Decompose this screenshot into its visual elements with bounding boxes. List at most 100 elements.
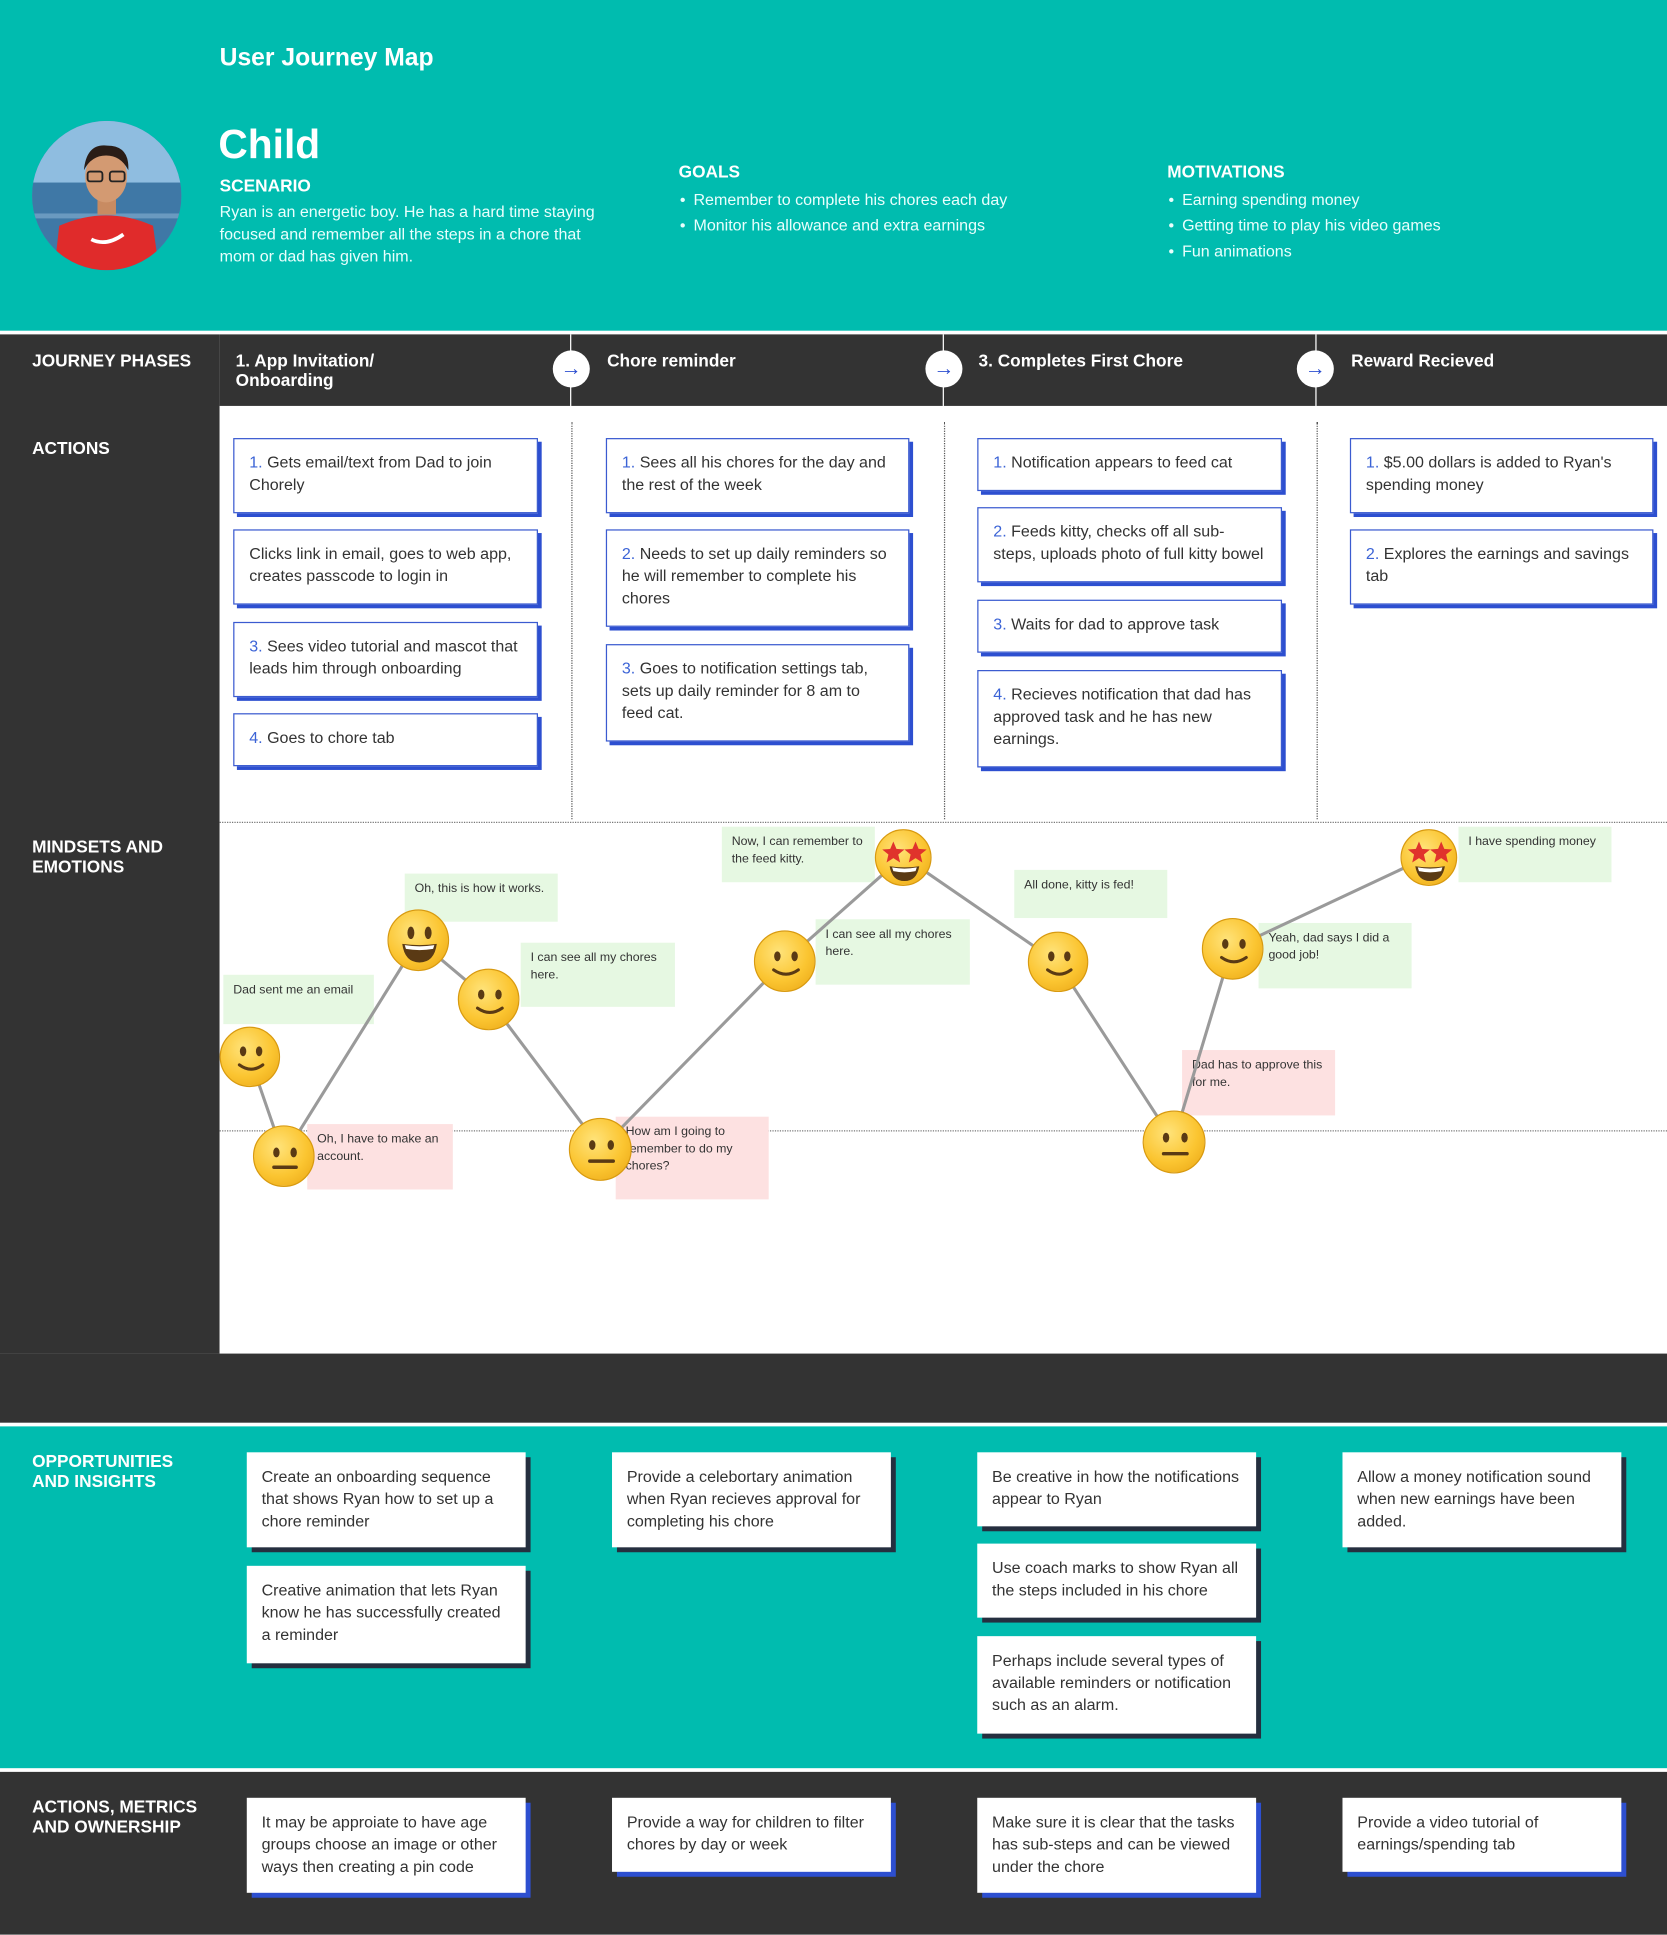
action-card: 2. Needs to set up daily reminders so he… — [605, 529, 910, 627]
emotion-line — [247, 854, 1430, 1160]
emotion-note: All done, kitty is fed! — [1014, 869, 1168, 919]
step-number: 1. — [249, 452, 263, 472]
step-number: 2. — [1365, 544, 1380, 563]
section-label-opportunities: OPPORTUNITIES AND INSIGHTS — [32, 1451, 174, 1491]
action-text: Waits for dad to approve task — [1006, 614, 1220, 633]
emotion-top-line — [219, 821, 1667, 824]
motivation-item: Getting time to play his video games — [1167, 212, 1441, 238]
arrow-right-icon: → — [925, 350, 963, 388]
metric-card: Make sure it is clear that the tasks has… — [977, 1797, 1257, 1893]
opportunity-card: Allow a money notification sound when ne… — [1342, 1452, 1622, 1548]
action-text: Recieves notification that dad has appro… — [993, 684, 1252, 748]
slight-smile-icon — [1027, 931, 1089, 993]
emotion-note: Oh, I have to make an account. — [307, 1124, 453, 1190]
action-text: Explores the earnings and savings tab — [1365, 544, 1629, 585]
emotion-curve — [247, 854, 1430, 1160]
phase-3: 3. Completes First Chore — [978, 350, 1183, 371]
opportunity-card: Use coach marks to show Ryan all the ste… — [977, 1543, 1257, 1618]
step-number: 3. — [249, 636, 263, 656]
action-text: Gets email/text from Dad to join Chorely — [249, 452, 492, 494]
action-text: Sees video tutorial and mascot that lead… — [249, 636, 518, 678]
section-label-metrics: ACTIONS, METRICS AND OWNERSHIP — [32, 1796, 198, 1837]
action-card: 2. Feeds kitty, checks off all sub-steps… — [977, 507, 1283, 583]
motivations-list: Earning spending money Getting time to p… — [1167, 186, 1441, 264]
emotion-note: I can see all my chores here. — [815, 919, 970, 985]
emotion-baseline — [219, 1130, 1667, 1132]
opportunity-card: Perhaps include several types of availab… — [977, 1636, 1257, 1734]
column-divider — [943, 421, 946, 820]
slight-smile-icon — [219, 1026, 281, 1088]
goals-list: Remember to complete his chores each day… — [679, 186, 1008, 238]
emotion-note: How am I going to remember to do my chor… — [615, 1116, 769, 1200]
emotion-note: Dad sent me an email — [223, 974, 374, 1025]
column-divider — [1316, 421, 1318, 820]
action-card: 4. Recieves notification that dad has ap… — [977, 670, 1283, 768]
slight-smile-icon — [1201, 918, 1264, 980]
map-title: User Journey Map — [219, 44, 434, 72]
emotion-note: Dad has to approve this for me. — [1182, 1050, 1336, 1116]
slight-smile-icon — [457, 968, 520, 1031]
action-text: Goes to chore tab — [262, 728, 395, 747]
neutral-face-icon — [568, 1117, 632, 1181]
action-text: Feeds kitty, checks off all sub-steps, u… — [993, 521, 1264, 563]
slight-smile-icon — [753, 930, 816, 993]
step-number: 1. — [1365, 452, 1380, 472]
column-divider — [571, 421, 573, 820]
step-number: 3. — [621, 658, 636, 678]
label-column — [0, 334, 220, 1354]
opportunity-card: Be creative in how the notifications app… — [977, 1452, 1257, 1527]
action-card: 4. Goes to chore tab — [233, 713, 538, 767]
action-card: 3. Sees video tutorial and mascot that l… — [233, 621, 538, 698]
scenario-label: SCENARIO — [219, 175, 311, 195]
section-label-mindsets: MINDSETS AND EMOTIONS — [32, 836, 163, 877]
persona-header — [0, 0, 1667, 331]
action-text: Clicks link in email, goes to web app, c… — [249, 544, 512, 585]
step-number: 4. — [249, 728, 263, 747]
star-struck-icon — [874, 829, 932, 886]
action-card: 3. Goes to notification settings tab, se… — [605, 644, 910, 742]
persona-name: Child — [218, 120, 321, 167]
emotion-note: Yeah, dad says I did a good job! — [1258, 922, 1412, 989]
opportunity-card: Create an onboarding sequence that shows… — [246, 1452, 526, 1548]
step-number: 3. — [993, 614, 1007, 633]
goal-item: Remember to complete his chores each day — [679, 186, 1007, 212]
phase-2: Chore reminder — [607, 350, 736, 371]
goal-item: Monitor his allowance and extra earnings — [679, 212, 1008, 238]
action-card: 1. Gets email/text from Dad to join Chor… — [233, 438, 538, 514]
opportunity-card: Provide a celebortary animation when Rya… — [612, 1452, 891, 1548]
action-text: Notification appears to feed cat — [1006, 452, 1233, 472]
metric-card: It may be approiate to have age groups c… — [246, 1797, 526, 1893]
action-text: $5.00 dollars is added to Ryan's spendin… — [1365, 452, 1612, 494]
motivations-label: MOTIVATIONS — [1167, 161, 1285, 182]
action-card: Clicks link in email, goes to web app, c… — [233, 529, 538, 605]
section-label-phases: JOURNEY PHASES — [32, 350, 192, 371]
section-label-actions: ACTIONS — [32, 438, 110, 458]
arrow-right-icon: → — [1296, 350, 1334, 388]
opportunity-card: Creative animation that lets Ryan know h… — [246, 1565, 526, 1664]
action-card: 3. Waits for dad to approve task — [977, 599, 1283, 653]
motivation-item: Fun animations — [1167, 238, 1440, 264]
step-number: 2. — [621, 544, 636, 563]
scenario-text: Ryan is an energetic boy. He has a hard … — [219, 202, 595, 266]
neutral-face-icon — [1142, 1110, 1206, 1174]
step-number: 4. — [993, 684, 1007, 704]
action-card: 1. Notification appears to feed cat — [977, 438, 1283, 492]
metric-card: Provide a way for children to filter cho… — [612, 1797, 891, 1872]
neutral-face-icon — [252, 1125, 315, 1188]
step-number: 1. — [621, 452, 636, 472]
phase-1: 1. App Invitation/ Onboarding — [235, 350, 375, 390]
action-text: Goes to notification settings tab, sets … — [621, 658, 868, 722]
emotion-note: I have spending money — [1458, 826, 1612, 883]
step-number: 1. — [993, 452, 1007, 472]
goals-label: GOALS — [678, 161, 741, 182]
action-text: Needs to set up daily reminders so he wi… — [621, 544, 887, 608]
emotion-note: Now, I can remember to the feed kitty. — [721, 826, 875, 883]
action-text: Sees all his chores for the day and the … — [621, 452, 886, 494]
arrow-right-icon: → — [552, 350, 590, 388]
emotion-note: I can see all my chores here. — [520, 942, 675, 1007]
action-card: 1. $5.00 dollars is added to Ryan's spen… — [1349, 438, 1654, 514]
action-card: 2. Explores the earnings and savings tab — [1349, 529, 1654, 605]
metric-card: Provide a video tutorial of earnings/spe… — [1342, 1797, 1622, 1872]
action-card: 1. Sees all his chores for the day and t… — [605, 438, 910, 514]
